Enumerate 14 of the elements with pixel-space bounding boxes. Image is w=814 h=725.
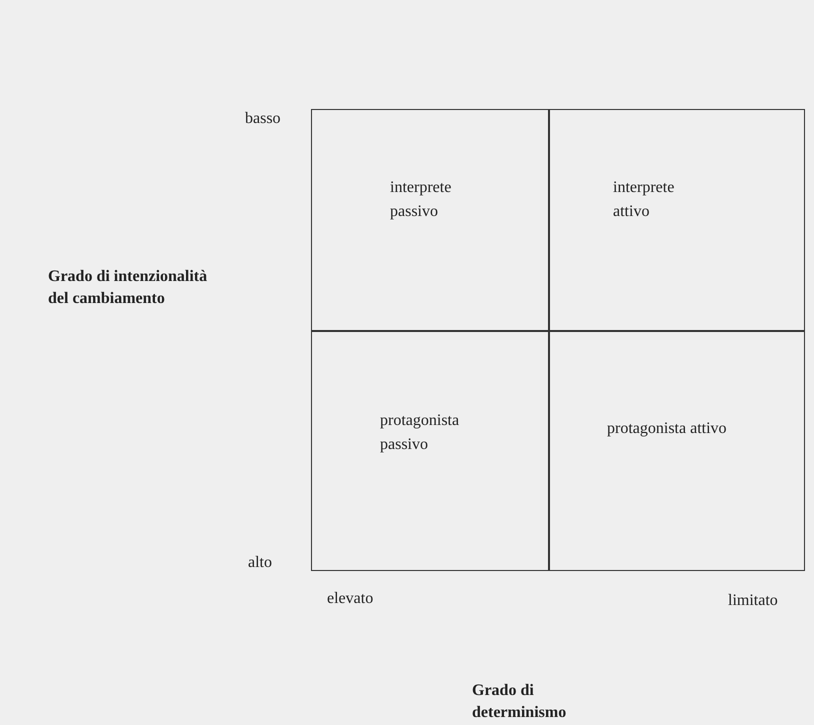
quadrant-label: protagonista passivo <box>380 411 460 455</box>
axis-tick-label: limitato <box>728 591 779 611</box>
quadrant-cell <box>311 330 550 571</box>
axis-title: Grado di intenzionalità del cambiamento <box>48 267 208 309</box>
quadrant-cell <box>311 109 550 332</box>
axis-tick-label: elevato <box>327 589 374 609</box>
axis-tick-label: alto <box>248 553 273 573</box>
axis-tick-label: basso <box>245 109 282 129</box>
quadrant-label: protagonista attivo <box>607 419 728 439</box>
quadrant-label: interprete passivo <box>390 178 452 222</box>
quadrant-label: interprete attivo <box>613 178 676 222</box>
axis-title: Grado di determinismo <box>472 681 568 723</box>
quadrant-cell <box>548 109 805 332</box>
quadrant-cell <box>548 330 805 571</box>
